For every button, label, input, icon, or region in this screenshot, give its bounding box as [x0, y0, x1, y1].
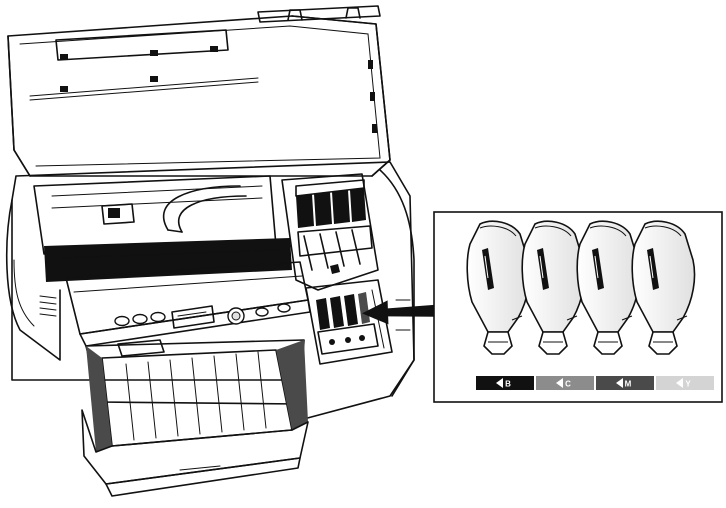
panel-button-1 — [114, 315, 130, 327]
cartridge-nozzle — [593, 331, 623, 355]
printer-body — [5, 161, 415, 421]
strip-arrow-icon — [616, 378, 623, 388]
cartridge-bay — [305, 279, 393, 365]
strip-segment — [656, 376, 714, 390]
cartridge-body — [466, 220, 531, 333]
panel-button-2 — [132, 313, 148, 325]
strip-segment — [536, 376, 594, 390]
cartridge-top-edge — [644, 225, 682, 237]
tray-ribs — [125, 351, 267, 441]
magenta-cartridge — [576, 220, 641, 355]
black-cartridge — [466, 220, 531, 355]
cartridge-row — [466, 220, 696, 355]
cartridge-grip-line — [511, 315, 523, 321]
strip-label: M — [625, 380, 632, 389]
cyan-cartridge — [521, 220, 586, 355]
cartridge-body — [576, 220, 641, 333]
cartridge-nozzle — [483, 331, 513, 355]
panel-display — [171, 305, 215, 329]
cartridge-top-edge — [479, 225, 517, 237]
panel-buttons — [114, 311, 166, 327]
strip-segment — [596, 376, 654, 390]
strip-label: Y — [685, 380, 691, 389]
rear-paper-support — [257, 5, 381, 23]
cartridge-label-highlight — [594, 255, 599, 279]
cartridge-label-highlight — [484, 255, 489, 279]
strip-arrow-icon — [676, 378, 683, 388]
cartridge-top-edge — [589, 225, 627, 237]
strip-arrow-icon — [496, 378, 503, 388]
cartridge-nozzle — [648, 331, 678, 355]
cartridge-top-edge — [534, 225, 572, 237]
printer — [5, 5, 437, 497]
cartridge-label-highlight — [649, 255, 654, 279]
strip-arrow-icon — [556, 378, 563, 388]
installed-cartridges — [295, 179, 366, 228]
cartridge-grip-line — [566, 315, 578, 321]
cartridge-body — [521, 220, 586, 333]
cartridge-body — [631, 220, 696, 333]
panel-button-3 — [150, 311, 166, 323]
paper-tray — [81, 339, 309, 497]
cartridge-grip-line — [676, 315, 688, 321]
paper-path — [33, 175, 292, 282]
strip-segment — [476, 376, 534, 390]
pointer-arrow — [362, 300, 437, 325]
control-panel — [65, 261, 311, 347]
cartridge-label-highlight — [539, 255, 544, 279]
side-vents — [39, 295, 57, 317]
cartridge-nozzle — [538, 331, 568, 355]
cartridge-grip-line — [621, 315, 633, 321]
strip-label: B — [505, 380, 511, 389]
strip-label: C — [565, 380, 571, 389]
cartridge-carriage — [281, 173, 379, 291]
yellow-cartridge — [631, 220, 696, 355]
open-top-cover — [7, 15, 391, 177]
